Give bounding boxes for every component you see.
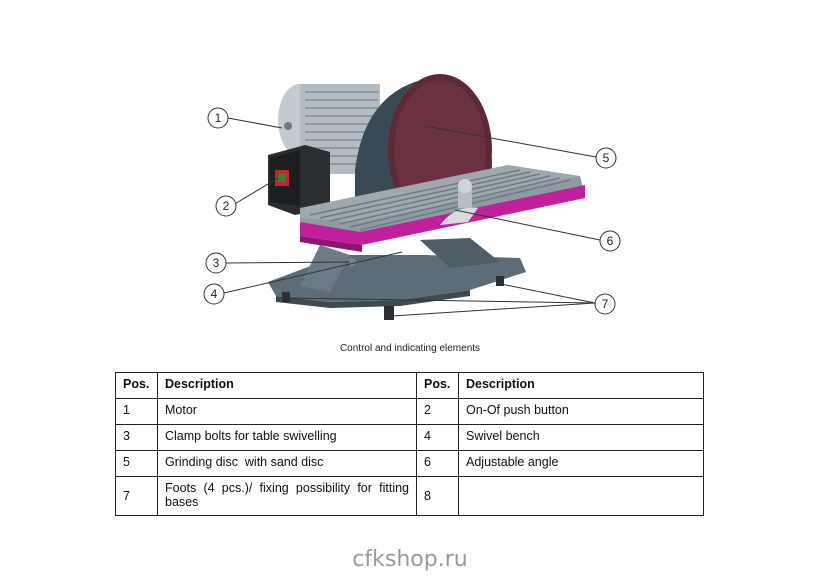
callout-7: 7 [594,293,616,315]
header-description-2: Description [458,372,704,399]
on-off-switch-box [268,145,330,215]
callout-5: 5 [595,147,617,169]
machine-base [268,238,526,320]
svg-text:4: 4 [211,287,218,301]
cell-pos: 7 [115,476,158,516]
figure-caption: Control and indicating elements [339,343,481,354]
table-row: 1 Motor 2 On-Of push button [115,398,704,425]
swivel-table [300,165,585,252]
cell-pos: 4 [416,424,459,451]
svg-text:7: 7 [602,297,609,311]
svg-text:6: 6 [607,234,614,248]
cell-description: Swivel bench [458,424,704,451]
adjustable-angle-gauge [440,179,478,225]
header-pos-2: Pos. [416,372,459,399]
cell-description: On-Of push button [458,398,704,425]
header-pos-1: Pos. [115,372,158,399]
parts-table: Pos. Description Pos. Description 1 Moto… [115,372,704,516]
svg-text:1: 1 [215,111,222,125]
cell-description: Foots (4 pcs.)/ fixing possibility for f… [157,476,417,516]
cell-pos: 3 [115,424,158,451]
cell-description: Adjustable angle [458,450,704,477]
watermark-text: cfkshop.ru [352,547,468,572]
callout-3: 3 [205,252,227,274]
cell-pos: 5 [115,450,158,477]
table-row: 7 Foots (4 pcs.)/ fixing possibility for… [115,476,704,516]
table-row: 5 Grinding disc with sand disc 6 Adjusta… [115,450,704,477]
callout-2: 2 [215,195,237,217]
table-row: 3 Clamp bolts for table swivelling 4 Swi… [115,424,704,451]
cell-pos: 8 [416,476,459,516]
callout-4: 4 [203,283,225,305]
cell-description: Grinding disc with sand disc [157,450,417,477]
table-header-row: Pos. Description Pos. Description [115,372,704,399]
callout-6: 6 [599,230,621,252]
svg-text:5: 5 [603,151,610,165]
svg-text:2: 2 [223,199,230,213]
header-description-1: Description [157,372,417,399]
cell-description: Clamp bolts for table swivelling [157,424,417,451]
svg-text:3: 3 [213,256,220,270]
cell-description [458,476,704,516]
cell-pos: 2 [416,398,459,425]
leader-lines [223,117,601,317]
cell-pos: 6 [416,450,459,477]
cell-pos: 1 [115,398,158,425]
callout-1: 1 [207,107,229,129]
machine-illustration: 1 2 3 4 5 6 7 [203,74,621,320]
cell-description: Motor [157,398,417,425]
